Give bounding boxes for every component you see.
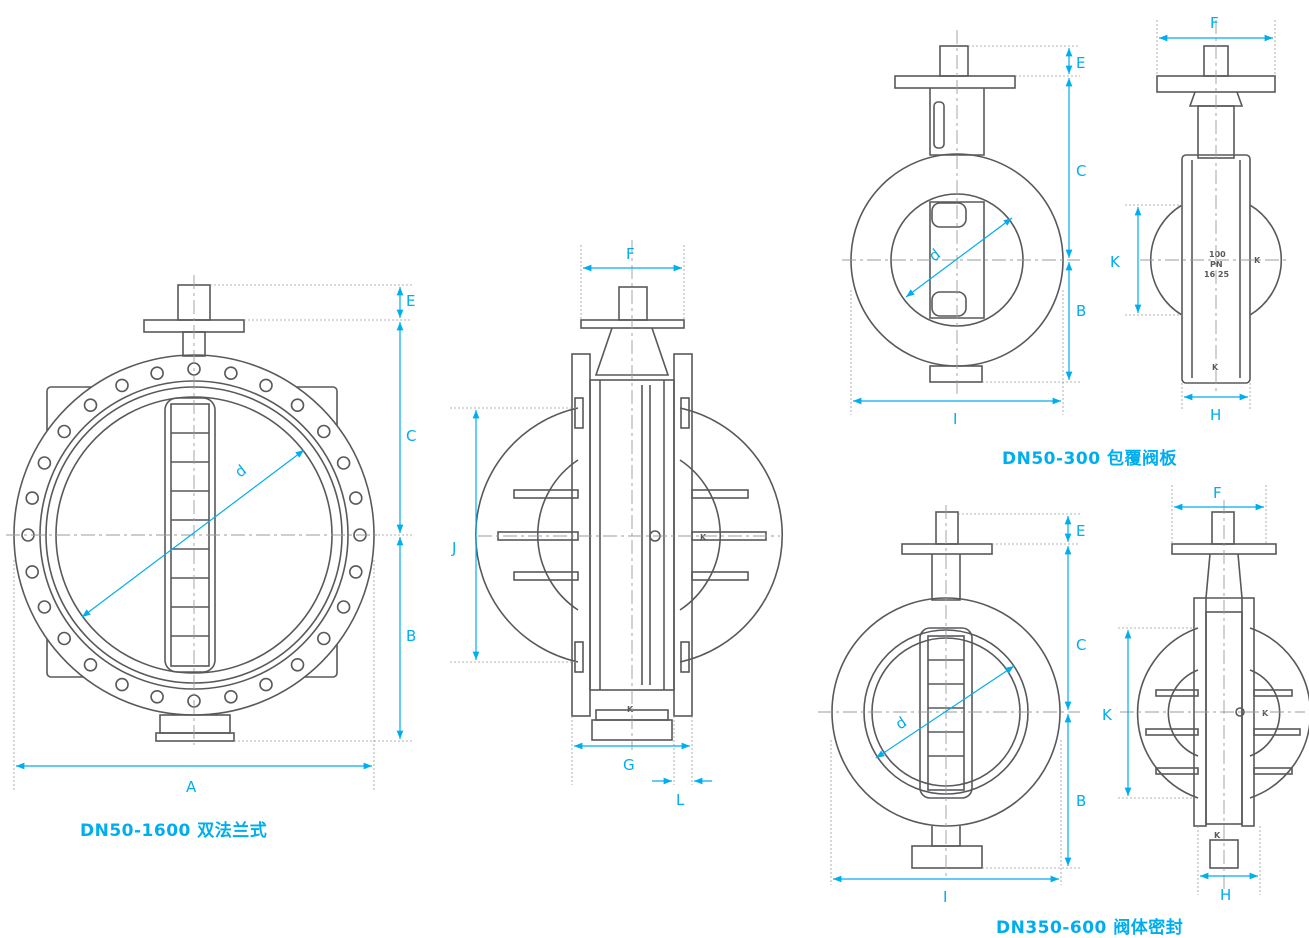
side-view-extension-lines — [450, 245, 693, 785]
caption-body-seal: DN350-600 阀体密封 — [996, 918, 1184, 938]
label-I-2: I — [943, 888, 947, 906]
logo-mark-bottom: K — [627, 705, 634, 714]
seal-side-centerlines — [1120, 500, 1305, 890]
double-flange-side-view — [474, 286, 784, 741]
label-F-1: F — [626, 245, 635, 263]
label-G: G — [623, 756, 635, 774]
bolt-hole — [224, 366, 238, 381]
label-F-3: F — [1213, 484, 1222, 502]
bolt-hole — [37, 600, 52, 614]
bolt-hole — [316, 631, 331, 646]
double-flange-extension-lines — [13, 284, 412, 790]
label-L: L — [676, 791, 685, 809]
bolt-hole — [259, 378, 273, 393]
bolt-hole — [348, 565, 363, 579]
bolt-hole — [336, 456, 351, 470]
logo-mark-coated-side: K — [1254, 256, 1261, 265]
label-J: J — [451, 539, 456, 557]
seal-side-dimensions — [1124, 503, 1264, 880]
bolt-hole — [224, 689, 238, 704]
coated-side-extension-lines — [1125, 20, 1276, 410]
label-C-3: C — [1076, 636, 1086, 654]
logo-mark-side: K — [700, 533, 707, 542]
bolt-hole — [57, 424, 71, 439]
bolt-hole — [150, 366, 164, 381]
body-seal-side-view — [1136, 511, 1309, 869]
label-A: A — [186, 778, 197, 796]
bolt-hole — [25, 491, 40, 505]
bolt-hole — [115, 378, 129, 393]
label-H-2: H — [1220, 886, 1231, 904]
bolt-hole — [336, 600, 351, 614]
bolt-hole — [83, 398, 98, 413]
label-K-2: K — [1102, 706, 1113, 724]
seal-side-extension-lines — [1118, 485, 1267, 895]
pressure-marking: 100 — [1209, 250, 1226, 259]
caption-coated-disc: DN50-300 包覆阀板 — [1002, 449, 1177, 469]
bolt-hole — [150, 689, 164, 704]
bolt-hole — [83, 657, 98, 672]
label-E-1: E — [406, 292, 415, 310]
bolt-hole — [290, 398, 305, 413]
body-seal-dimensions — [833, 516, 1072, 883]
bolt-hole — [316, 424, 331, 439]
label-B-3: B — [1076, 792, 1086, 810]
label-K-1: K — [1110, 253, 1121, 271]
label-I-1: I — [953, 410, 957, 428]
rating-marking: 16 25 — [1204, 270, 1229, 279]
logo-mark-seal-bottom: K — [1214, 831, 1221, 840]
side-view-dimensions — [472, 264, 712, 785]
bolt-hole — [115, 677, 129, 692]
bolt-hole — [348, 491, 363, 505]
body-seal-extension-lines — [830, 513, 1080, 885]
label-H-1: H — [1210, 406, 1221, 424]
double-flange-dimensions — [15, 287, 404, 770]
bolt-hole — [37, 456, 52, 470]
bolt-hole — [290, 657, 305, 672]
coated-disc-dimensions — [853, 48, 1073, 405]
label-E-3: E — [1076, 522, 1085, 540]
coated-side-dimensions — [1134, 34, 1273, 401]
bolt-hole — [57, 631, 71, 646]
caption-double-flange: DN50-1600 双法兰式 — [80, 821, 268, 841]
side-view-centerlines — [478, 240, 780, 750]
logo-mark-coated-bottom: K — [1212, 363, 1219, 372]
label-B-1: B — [406, 627, 416, 645]
label-C-1: C — [406, 427, 416, 445]
coated-side-centerlines — [1140, 20, 1290, 395]
bolt-holes — [21, 362, 367, 708]
logo-mark-seal-side: K — [1262, 709, 1269, 718]
bolt-hole — [25, 565, 40, 579]
label-F-2: F — [1210, 14, 1219, 32]
bolt-hole — [259, 677, 273, 692]
label-E-2: E — [1076, 54, 1085, 72]
label-C-2: C — [1076, 162, 1086, 180]
label-B-2: B — [1076, 302, 1086, 320]
coated-disc-extension-lines — [850, 45, 1080, 415]
